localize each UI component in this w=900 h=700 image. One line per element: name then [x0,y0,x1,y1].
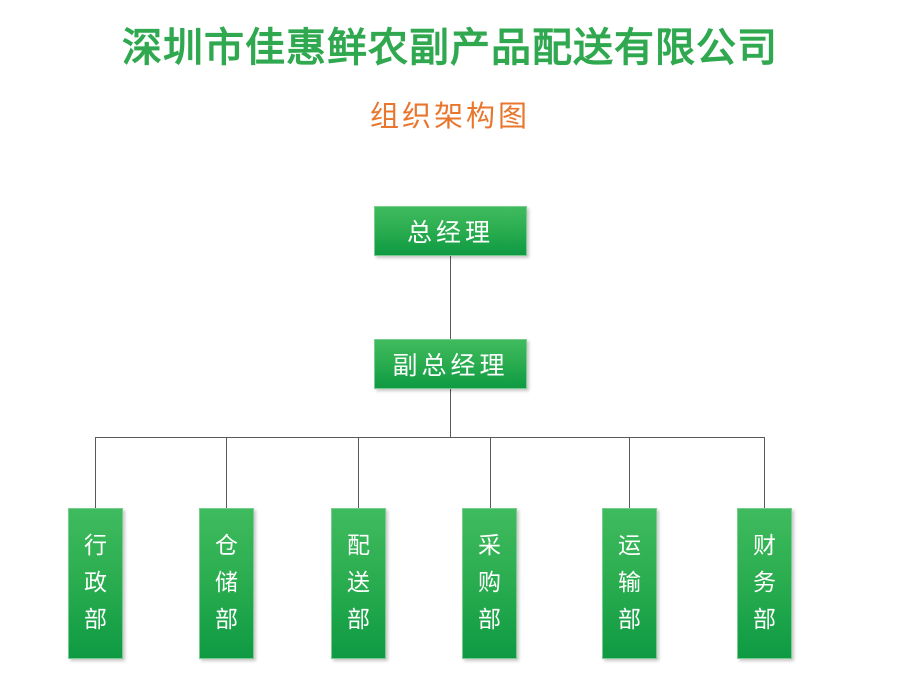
dept-finance-char-3: 部 [753,607,776,634]
dept-delivery-char-1: 配 [347,532,370,559]
connector-bus-to-dept-warehouse [226,437,227,508]
dept-admin-char-1: 行 [84,532,107,559]
dept-delivery-char-3: 部 [347,607,370,634]
dept-delivery-char-2: 送 [347,569,370,596]
dept-transport-char-2: 输 [618,569,641,596]
dept-finance-char-1: 财 [753,532,776,559]
org-node-general-manager[interactable]: 总经理 [374,206,527,256]
org-node-deputy-general-manager[interactable]: 副总经理 [374,339,527,389]
dept-purchasing-char-1: 采 [478,532,501,559]
org-node-dept-delivery[interactable]: 配 送 部 [331,508,386,659]
connector-dgm-to-bus [450,389,451,437]
connector-bus-to-dept-delivery [358,437,359,508]
connector-bus-to-dept-finance [764,437,765,508]
dept-admin-char-2: 政 [84,569,107,596]
dept-purchasing-char-2: 购 [478,569,501,596]
org-node-dept-transport[interactable]: 运 输 部 [602,508,657,659]
connector-bus-to-dept-purchasing [490,437,491,508]
org-node-dept-finance[interactable]: 财 务 部 [737,508,792,659]
dept-admin-char-3: 部 [84,607,107,634]
dept-warehouse-char-2: 储 [215,569,238,596]
dept-transport-char-1: 运 [618,532,641,559]
connector-bus-to-dept-transport [629,437,630,508]
org-node-dept-purchasing[interactable]: 采 购 部 [462,508,517,659]
dept-finance-char-2: 务 [753,569,776,596]
connector-bus-to-dept-admin [95,437,96,508]
page-title: 深圳市佳惠鲜农副产品配送有限公司 [122,25,778,71]
dept-warehouse-char-1: 仓 [215,532,238,559]
connector-gm-to-dgm [450,256,451,339]
dept-purchasing-char-3: 部 [478,607,501,634]
org-node-dept-admin[interactable]: 行 政 部 [68,508,123,659]
page-subtitle: 组织架构图 [369,99,530,133]
org-node-dept-warehouse[interactable]: 仓 储 部 [199,508,254,659]
connector-horizontal-bus [95,437,764,438]
dept-transport-char-3: 部 [618,607,641,634]
dept-warehouse-char-3: 部 [215,607,238,634]
